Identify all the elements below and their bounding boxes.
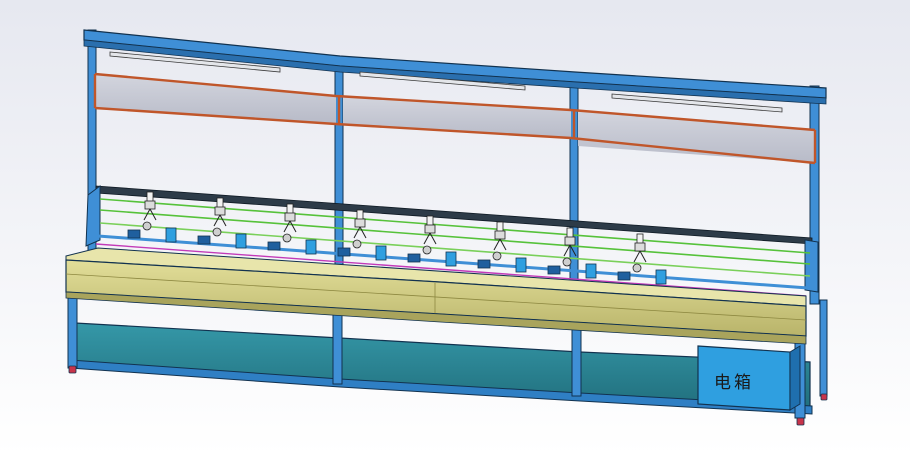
spindle-station: [127, 191, 177, 243]
top-beam-underside: [83, 39, 827, 105]
spindle-station: [477, 221, 527, 273]
work-table: [65, 247, 807, 345]
spindle-station: [547, 227, 597, 279]
base-front-rail: [69, 359, 813, 415]
spindle-station: [337, 209, 387, 261]
spindle-station: [267, 203, 317, 255]
display-panel: [93, 72, 817, 165]
spindle-stations: [127, 191, 667, 285]
spindle-station: [197, 197, 247, 249]
spindle-station: [617, 233, 667, 285]
spindle-station: [407, 215, 457, 267]
leg-feet: [68, 365, 828, 426]
electric-box-label: 电箱: [714, 373, 754, 393]
light-fixtures: [109, 51, 783, 113]
electric-box: 电箱: [697, 345, 801, 411]
